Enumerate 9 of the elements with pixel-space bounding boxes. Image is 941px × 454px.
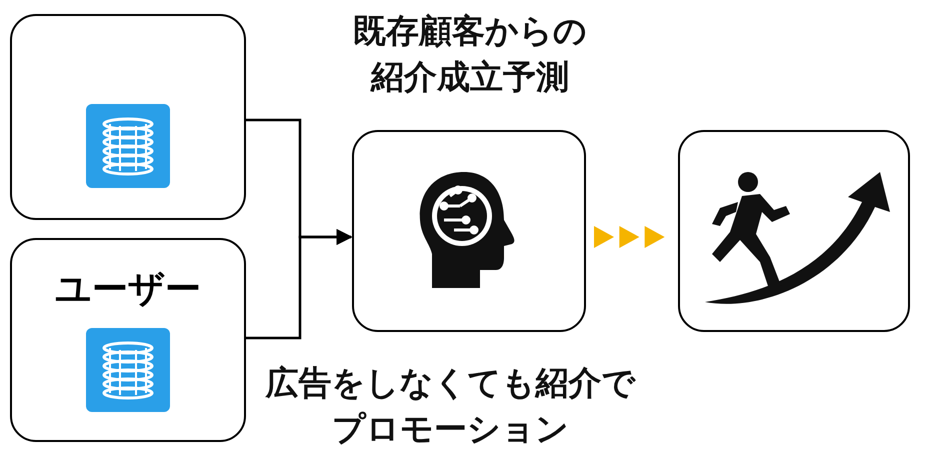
chevron-arrow bbox=[594, 226, 665, 248]
heading-text: 既存顧客からの紹介成立予測 bbox=[352, 10, 588, 98]
picture-box bbox=[352, 130, 586, 332]
connector-arrow bbox=[246, 229, 353, 340]
box-heading: ユーザー bbox=[54, 268, 202, 312]
picture-box bbox=[678, 130, 910, 332]
user-data-box bbox=[10, 238, 246, 442]
caption-text: 広告をしなくても紹介でプロモーション bbox=[264, 362, 637, 450]
picture-box bbox=[10, 14, 246, 220]
